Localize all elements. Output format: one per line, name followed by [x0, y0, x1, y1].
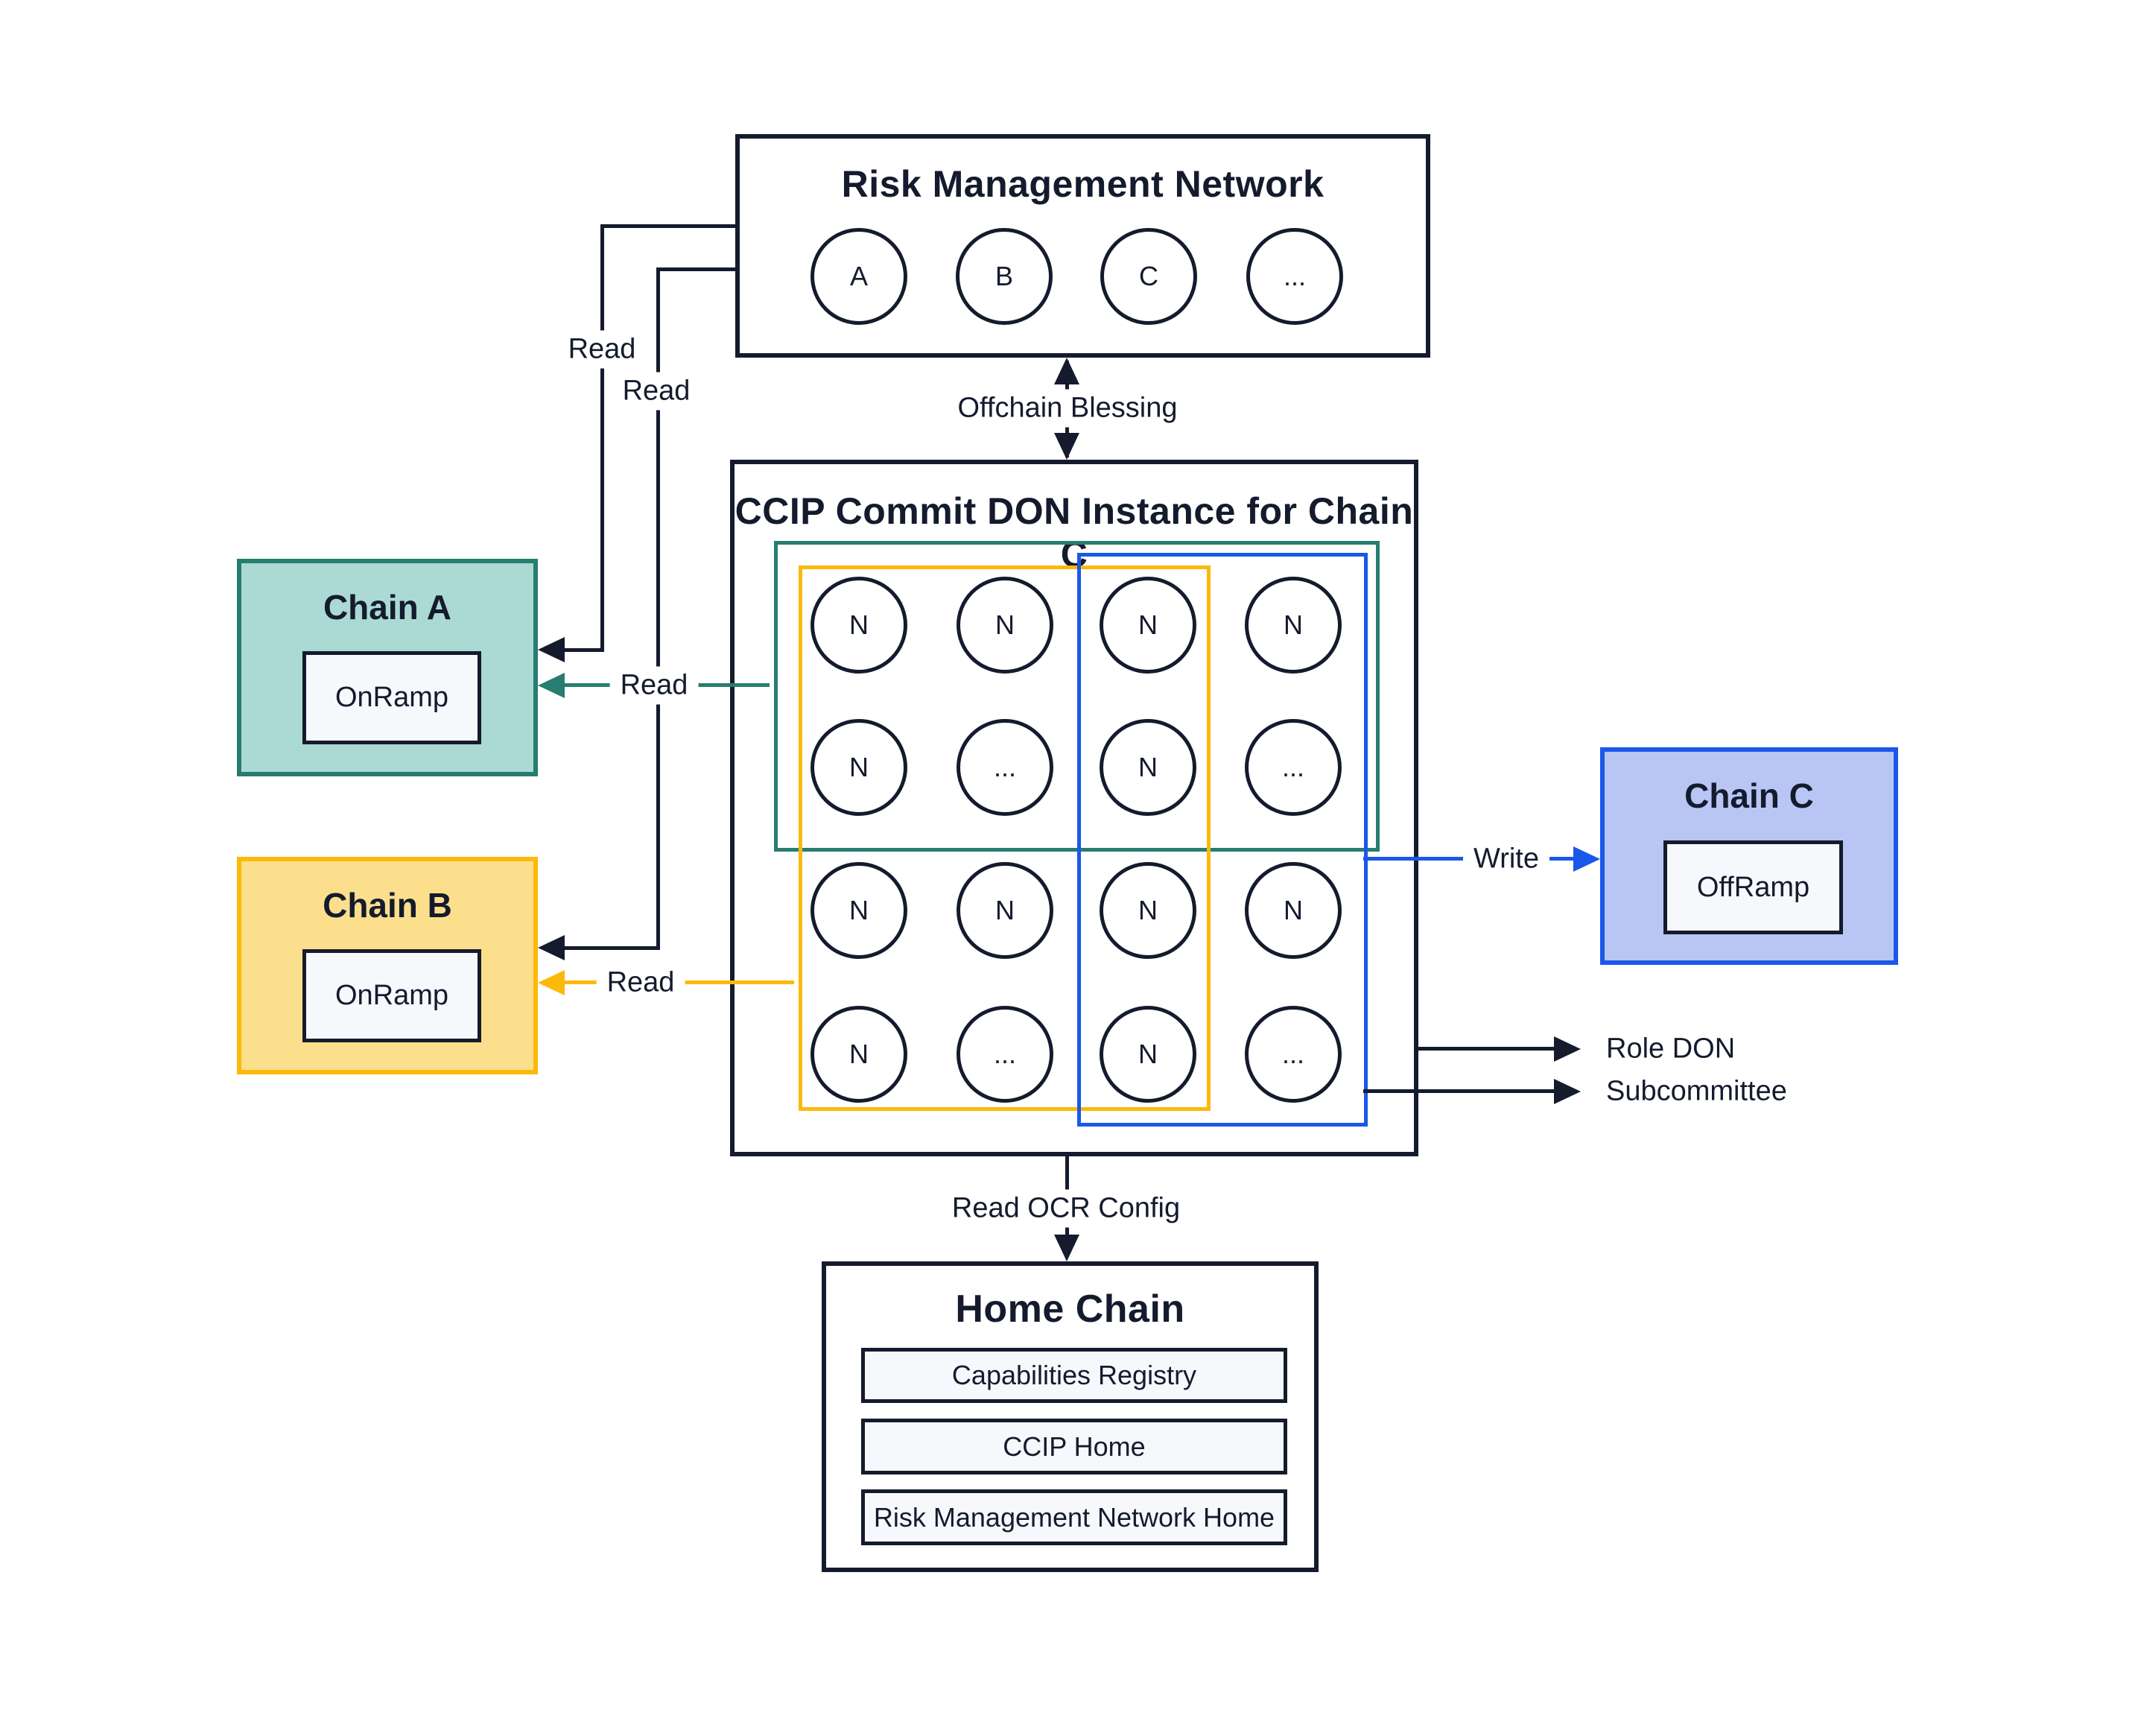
- chain-b-onramp-box: OnRamp: [302, 949, 481, 1042]
- don-read-a-label: Read: [609, 666, 699, 705]
- don-read-a-arrowhead-icon: [538, 673, 565, 698]
- don-read-b-label: Read: [596, 963, 685, 1002]
- chain-c-title: Chain C: [1684, 776, 1814, 815]
- chain-c-subcommittee-outline: [1077, 553, 1368, 1127]
- chain-c-box: Chain C OffRamp: [1600, 747, 1898, 965]
- don-node-circle: ...: [957, 1006, 1053, 1103]
- don-node-circle: N: [1100, 719, 1196, 816]
- don-node-circle: N: [957, 862, 1053, 959]
- don-node-circle: N: [810, 1006, 907, 1103]
- rmn-node-circle: ...: [1246, 228, 1343, 325]
- ccip-home-box: CCIP Home: [861, 1419, 1287, 1474]
- role-don-legend-line: [1418, 1047, 1556, 1051]
- risk-management-network-title: Risk Management Network: [841, 163, 1325, 205]
- don-node-circle: ...: [1245, 1006, 1342, 1103]
- don-node-circle: N: [1245, 862, 1342, 959]
- rmn-node-circle: A: [810, 228, 907, 325]
- read-ocr-config-arrowhead-icon: [1054, 1235, 1079, 1261]
- chain-a-title: Chain A: [323, 588, 452, 627]
- ccip-commit-don-title: CCIP Commit DON Instance for Chain C: [735, 490, 1414, 575]
- don-write-c-arrowhead-icon: [1573, 846, 1600, 872]
- rmn-node-circle: C: [1100, 228, 1197, 325]
- chain-c-offramp-box: OffRamp: [1663, 840, 1843, 934]
- offchain-blessing-arrow-down-icon: [1054, 433, 1079, 460]
- home-chain-title: Home Chain: [955, 1287, 1185, 1331]
- chain-b-subcommittee-outline: [799, 566, 1211, 1111]
- chain-a-onramp-box: OnRamp: [302, 651, 481, 744]
- rmn-read-b-line-vertical: [656, 267, 660, 950]
- rmn-read-a-line-vertical: [600, 224, 604, 652]
- don-node-circle: N: [1100, 862, 1196, 959]
- chain-a-box: Chain A OnRamp: [237, 559, 538, 776]
- rmn-read-a-arrowhead-icon: [538, 637, 565, 662]
- risk-management-network-home-box: Risk Management Network Home: [861, 1489, 1287, 1545]
- rmn-read-b-line-top: [658, 267, 735, 271]
- offchain-blessing-arrow-up-icon: [1054, 358, 1079, 384]
- role-don-legend-label: Role DON: [1606, 1033, 1736, 1065]
- subcommittee-legend-label: Subcommittee: [1606, 1075, 1787, 1107]
- don-read-b-arrowhead-icon: [538, 970, 565, 995]
- rmn-node-circle: B: [956, 228, 1053, 325]
- don-node-circle: N: [810, 719, 907, 816]
- chain-b-box: Chain B OnRamp: [237, 857, 538, 1074]
- role-don-legend-arrowhead-icon: [1554, 1036, 1581, 1062]
- role-don-zone-outline: [774, 541, 1380, 852]
- chain-b-title: Chain B: [323, 886, 452, 925]
- rmn-read-a-line-top: [602, 224, 735, 228]
- rmn-read-a-label: Read: [557, 330, 647, 369]
- rmn-read-b-label: Read: [612, 372, 701, 411]
- offchain-blessing-label: Offchain Blessing: [947, 389, 1188, 428]
- don-node-circle: N: [1100, 1006, 1196, 1103]
- don-node-circle: N: [1245, 577, 1342, 674]
- rmn-read-a-line-bottom: [560, 648, 603, 652]
- capabilities-registry-box: Capabilities Registry: [861, 1348, 1287, 1403]
- don-node-circle: N: [957, 577, 1053, 674]
- rmn-read-b-arrowhead-icon: [538, 935, 565, 960]
- don-node-circle: N: [810, 862, 907, 959]
- subcommittee-legend-line: [1363, 1089, 1556, 1093]
- don-node-circle: N: [810, 577, 907, 674]
- don-write-c-label: Write: [1463, 840, 1549, 878]
- don-node-circle: N: [1100, 577, 1196, 674]
- rmn-read-b-line-bottom: [560, 946, 659, 950]
- don-node-circle: ...: [1245, 719, 1342, 816]
- read-ocr-config-label: Read OCR Config: [941, 1189, 1191, 1228]
- subcommittee-legend-arrowhead-icon: [1554, 1079, 1581, 1104]
- home-chain-box: Home Chain Capabilities Registry CCIP Ho…: [822, 1261, 1319, 1572]
- don-node-circle: ...: [957, 719, 1053, 816]
